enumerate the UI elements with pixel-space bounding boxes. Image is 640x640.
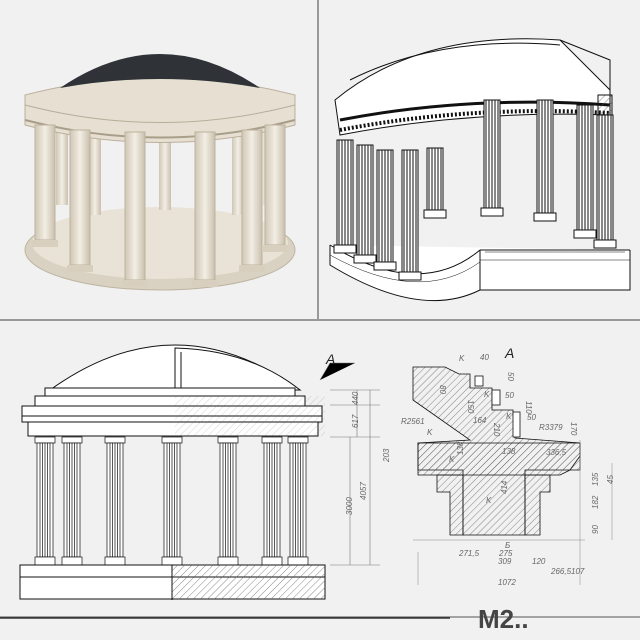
detail-dimension-label: 1072: [498, 578, 516, 587]
elevation-column: [104, 436, 126, 566]
detail-dimension-label: 50: [527, 413, 536, 422]
wireframe-column: [398, 149, 422, 281]
render-column: [232, 125, 244, 215]
detail-dimension-label: R3379: [539, 423, 563, 432]
wireframe-column: [373, 149, 397, 271]
render-column: [264, 124, 286, 246]
wireframe-column: [480, 99, 504, 217]
detail-dimension-label: K: [459, 354, 465, 363]
detail-dimension-label: K: [449, 455, 455, 464]
detail-dimension-label: 170: [569, 422, 578, 436]
render-column-base: [32, 240, 58, 247]
section-mark: Б: [505, 541, 510, 550]
detail-dimension-label: 414: [500, 480, 509, 494]
render-column-base: [262, 245, 288, 252]
elevation-column: [287, 436, 309, 566]
detail-dimension-label: 138: [456, 441, 465, 455]
detail-dimension-label: 138: [502, 447, 516, 456]
detail-dimension-label: 80: [438, 385, 447, 394]
detail-dimension-label: 110: [524, 401, 533, 414]
dim-4057: 4057: [359, 482, 368, 500]
detail-dimension-label: R2561: [401, 417, 425, 426]
detail-dimension-label: K: [484, 390, 490, 399]
render-column: [159, 128, 171, 210]
watermark-logo: M2..: [478, 604, 529, 634]
render-panel: [24, 54, 296, 291]
render-column: [241, 129, 263, 266]
elevation-callout-a: A: [325, 351, 335, 367]
detail-dimension-label: 210: [492, 422, 501, 437]
detail-dimension-label: 309: [498, 557, 512, 566]
wireframe-column: [533, 99, 557, 222]
wireframe-column: [333, 139, 357, 254]
render-floor: [32, 207, 288, 279]
dim-3000: 3000: [345, 497, 354, 515]
detail-dimension-label: 271,5: [458, 549, 480, 558]
wireframe-column: [573, 104, 597, 239]
detail-dimension-label: 50: [505, 391, 514, 400]
detail-dimension-label: 164: [473, 416, 487, 425]
detail-dimension-label: 275: [498, 549, 513, 558]
render-column-base: [122, 280, 148, 287]
render-column-base: [239, 265, 265, 272]
wireframe-column: [423, 147, 447, 219]
wireframe-panel: [329, 38, 631, 302]
detail-dimension-label: K: [506, 412, 512, 421]
render-column: [124, 131, 146, 281]
detail-dimension-label: 135: [591, 472, 600, 486]
render-column: [34, 124, 56, 241]
detail-dimension-label: 182: [591, 495, 600, 509]
detail-dimension-label: 336,5: [546, 448, 567, 457]
detail-dimension-label: 40: [480, 353, 489, 362]
render-column-base: [67, 265, 93, 272]
wireframe-column: [353, 144, 377, 264]
detail-dimension-label: 107: [571, 567, 585, 576]
elevation-column: [261, 436, 283, 566]
elevation-panel: A 440 617 3000 4057: [19, 344, 380, 600]
detail-dimension-label: 266,5: [550, 567, 572, 576]
detail-dimension-label: 90: [591, 525, 600, 534]
elevation-column: [34, 436, 56, 566]
detail-callout-a: A: [504, 345, 514, 361]
dim-617: 617: [351, 414, 360, 428]
render-column: [194, 131, 216, 281]
detail-dimension-label: K: [486, 496, 492, 505]
render-column: [56, 120, 68, 205]
detail-dimension-label: 203: [382, 448, 391, 463]
detail-dimension-label: 120: [532, 557, 546, 566]
render-column: [69, 129, 91, 266]
render-column: [89, 125, 101, 215]
elevation-column: [161, 436, 183, 566]
elevation-column: [61, 436, 83, 566]
detail-dimension-label: K: [427, 428, 433, 437]
detail-dimension-label: 150: [466, 400, 475, 414]
dim-440: 440: [351, 391, 360, 405]
render-dome: [60, 54, 260, 88]
elevation-column: [217, 436, 239, 566]
detail-dimension-label: 50: [506, 372, 515, 381]
wireframe-column: [593, 114, 617, 249]
detail-dimension-label: 45: [606, 475, 615, 484]
render-column-base: [192, 280, 218, 287]
